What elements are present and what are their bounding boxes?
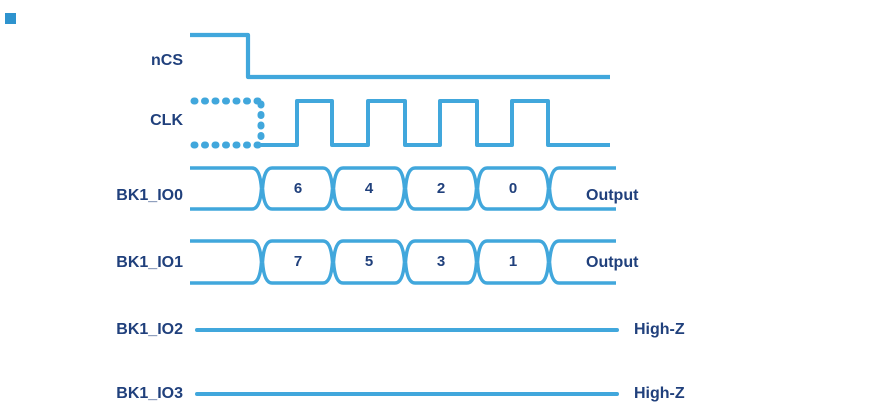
- io1-bus-segment-7: [260, 239, 335, 285]
- io1-bus-waveform: [190, 239, 616, 285]
- io1-bus-segment-3: [403, 239, 479, 285]
- ncs-waveform: [190, 32, 610, 80]
- io3-state-highz: High-Z: [634, 385, 685, 402]
- io0-bit-value: 0: [508, 180, 518, 197]
- signal-label-bk1-io2: BK1_IO2: [116, 321, 183, 338]
- io0-bus-segment-6: [260, 166, 335, 211]
- io1-state-output: Output: [586, 254, 639, 271]
- corner-marker-square: [5, 13, 16, 24]
- signal-label-bk1-io0: BK1_IO0: [116, 187, 183, 204]
- io1-bit-value: 3: [436, 253, 446, 270]
- io1-bit-value: 1: [508, 253, 518, 270]
- io0-bit-value: 2: [436, 180, 446, 197]
- io1-bit-value: 7: [293, 253, 303, 270]
- io0-bus-segment-0: [475, 166, 551, 211]
- io0-bus-waveform: [190, 166, 616, 211]
- clk-pulse-line: [261, 99, 610, 147]
- io0-state-output: Output: [586, 187, 639, 204]
- io0-bus-segment-output: [547, 166, 616, 211]
- signal-label-clk: CLK: [150, 112, 183, 129]
- io1-bus-segment-empty: [190, 239, 264, 285]
- io0-bus-segment-empty: [190, 166, 264, 211]
- io0-bus-segment-4: [331, 166, 407, 211]
- io0-bus-segment-2: [403, 166, 479, 211]
- io2-state-highz: High-Z: [634, 321, 685, 338]
- io1-bus-segment-output: [547, 239, 616, 285]
- signal-label-ncs: nCS: [151, 52, 183, 69]
- ncs-wave-line: [190, 32, 610, 80]
- io1-bus-segment-1: [475, 239, 551, 285]
- io0-bit-value: 6: [293, 180, 303, 197]
- io0-bit-value: 4: [364, 180, 374, 197]
- io1-bit-value: 5: [364, 253, 374, 270]
- clk-waveform: [190, 97, 610, 149]
- signal-label-bk1-io3: BK1_IO3: [116, 385, 183, 402]
- signal-label-bk1-io1: BK1_IO1: [116, 254, 183, 271]
- io1-bus-segment-5: [331, 239, 407, 285]
